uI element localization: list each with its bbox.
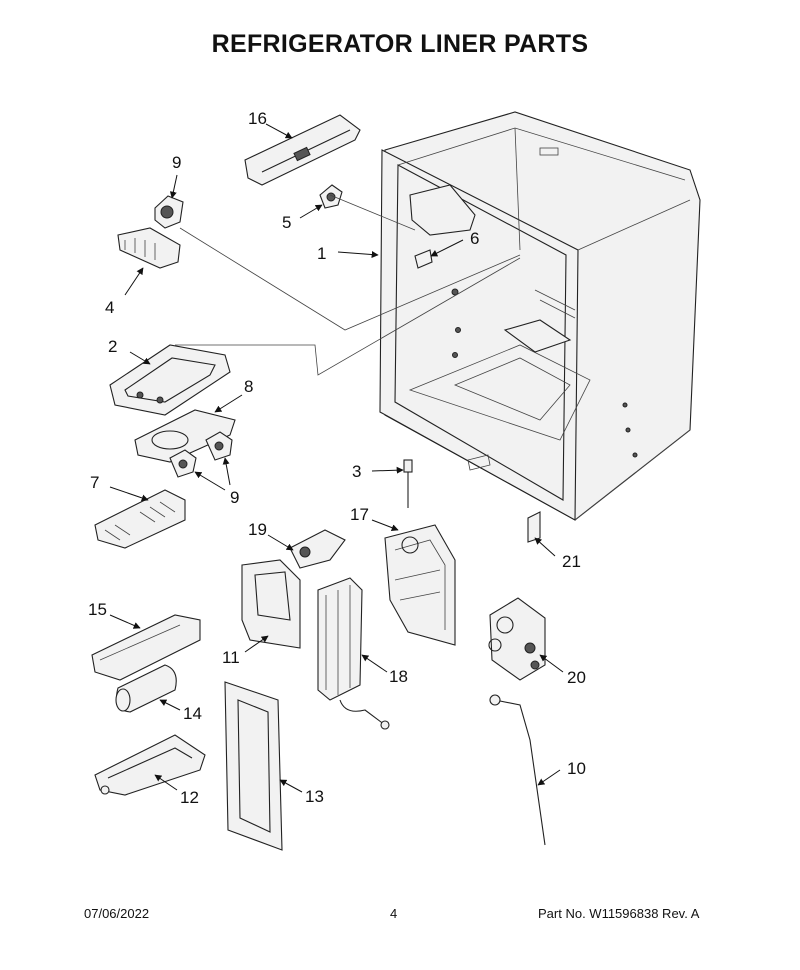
thermistor-part-3 — [403, 459, 413, 508]
callout-13: 13 — [305, 787, 324, 806]
callout-11: 11 — [222, 648, 240, 667]
page-title: REFRIGERATOR LINER PARTS — [211, 30, 589, 58]
evaporator-part-18 — [317, 577, 390, 730]
callout-18: 18 — [389, 667, 408, 686]
panel-part-13 — [224, 681, 283, 851]
liner-box — [379, 111, 701, 521]
knob-part-5 — [319, 184, 343, 209]
callout-9-top: 9 — [172, 153, 181, 172]
callout-10: 10 — [567, 759, 586, 778]
callout-17: 17 — [350, 505, 369, 524]
callout-14: 14 — [183, 704, 202, 723]
callout-3: 3 — [352, 462, 361, 481]
callout-1: 1 — [317, 244, 326, 263]
callout-8: 8 — [244, 377, 253, 396]
water-tube-part-10 — [489, 694, 546, 846]
callout-4: 4 — [105, 298, 114, 317]
tray-part-12 — [94, 734, 206, 796]
callout-15: 15 — [88, 600, 107, 619]
callout-20: 20 — [567, 668, 586, 687]
callout-5: 5 — [282, 213, 291, 232]
cover-part-8 — [134, 409, 236, 463]
filter-part-14 — [115, 664, 177, 713]
control-board-17 — [384, 524, 456, 646]
footer-page-number: 4 — [390, 906, 398, 921]
callout-19: 19 — [248, 520, 267, 539]
duct-part-11 — [241, 559, 301, 649]
damper-part-19 — [289, 529, 346, 569]
water-valve-part-20 — [488, 597, 546, 681]
callout-9-lower: 9 — [230, 488, 239, 507]
clip-part-21 — [527, 511, 541, 543]
footer-date: 07/06/2022 — [84, 906, 150, 921]
air-duct-part — [244, 114, 361, 186]
assembly-lines — [175, 194, 521, 376]
housing-part-2 — [109, 344, 231, 416]
bracket-part-4 — [117, 227, 181, 269]
callout-6: 6 — [470, 229, 479, 248]
callout-21: 21 — [562, 552, 581, 571]
auger-gear-lower — [169, 431, 233, 478]
housing-part-15 — [91, 614, 201, 681]
callout-12: 12 — [180, 788, 199, 807]
grille-part-7 — [94, 489, 186, 549]
footer-part-number: Part No. W11596838 Rev. A — [538, 906, 700, 921]
callout-7: 7 — [90, 473, 99, 492]
auger-gear-top — [154, 195, 184, 229]
callout-arrows — [109, 123, 564, 793]
callout-16: 16 — [248, 109, 267, 128]
sensor-part-6 — [414, 249, 433, 269]
callout-2: 2 — [108, 337, 117, 356]
